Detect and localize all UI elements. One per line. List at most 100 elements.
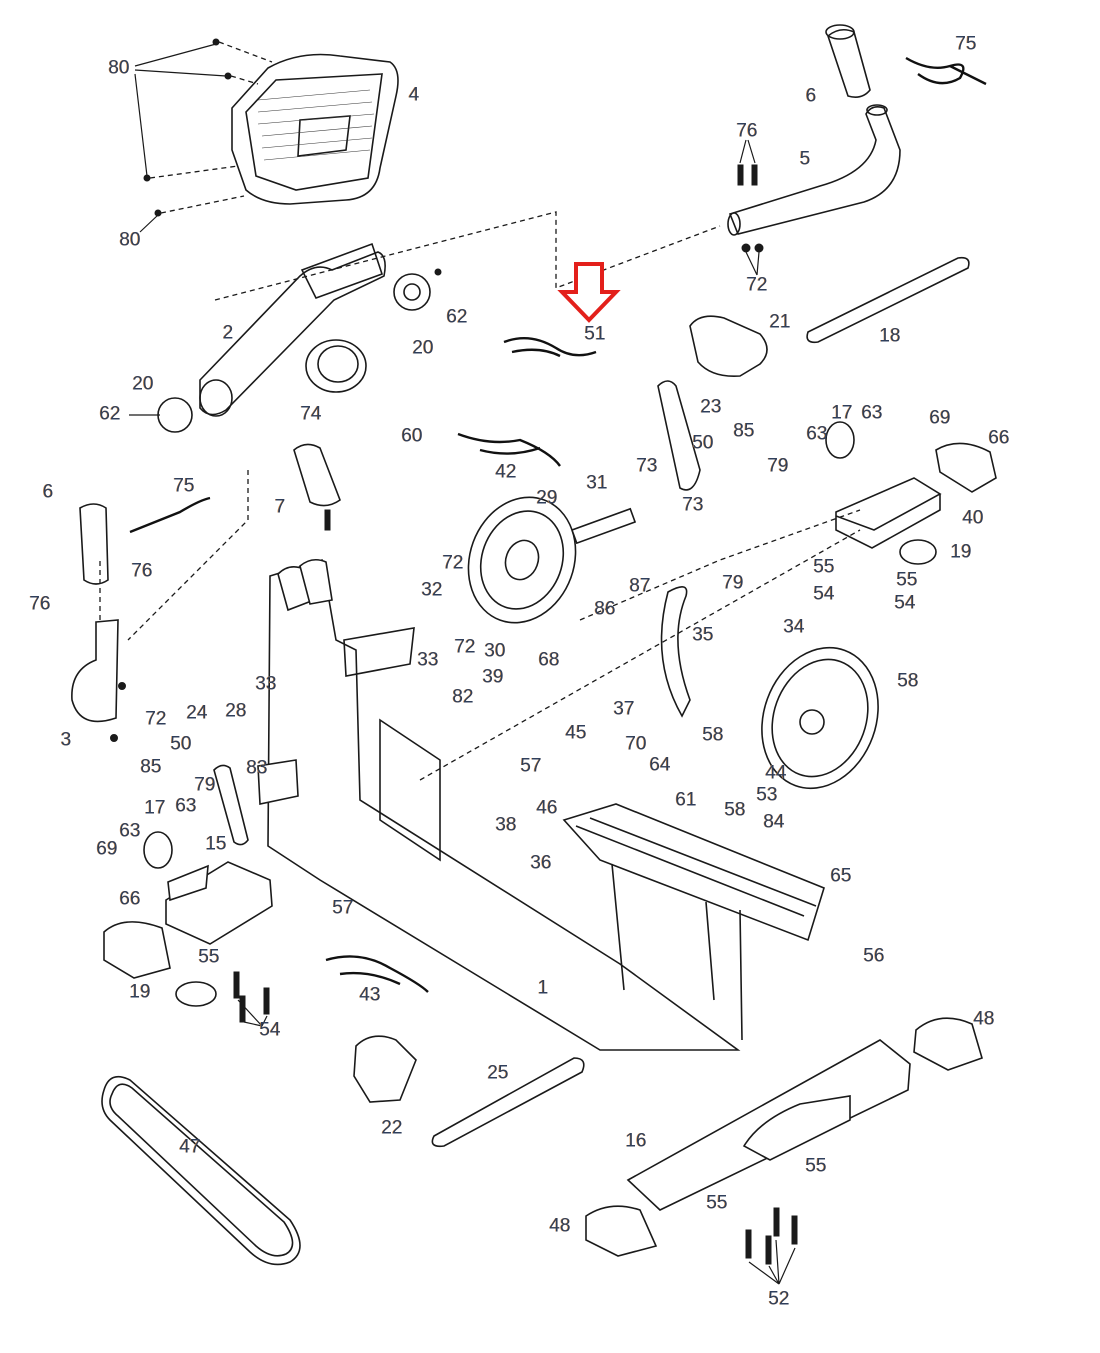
part-label-62: 62	[446, 306, 468, 328]
part-ring-74	[305, 339, 367, 393]
part-label-54: 54	[894, 592, 916, 614]
part-label-85: 85	[733, 420, 755, 442]
part-rail	[562, 803, 825, 1041]
part-label-7: 7	[274, 496, 286, 518]
part-belt-47	[101, 1075, 301, 1266]
part-label-65: 65	[830, 865, 852, 887]
part-label-37: 37	[613, 698, 635, 720]
part-label-29: 29	[536, 487, 558, 509]
part-label-84: 84	[763, 811, 785, 833]
part-label-53: 53	[756, 784, 778, 806]
part-label-54: 54	[813, 583, 835, 605]
part-resistance-wheel-34	[761, 646, 879, 790]
part-label-75: 75	[173, 475, 195, 497]
part-label-40: 40	[962, 507, 984, 529]
part-label-55: 55	[813, 556, 835, 578]
part-strap-25	[431, 1057, 585, 1148]
part-label-83: 83	[246, 757, 268, 779]
part-label-50: 50	[170, 733, 192, 755]
part-label-69: 69	[96, 838, 118, 860]
part-label-6: 6	[805, 85, 817, 107]
part-label-21: 21	[769, 311, 791, 333]
part-roller-17-right	[825, 421, 855, 459]
part-crank-24	[213, 764, 249, 846]
part-label-55: 55	[805, 1155, 827, 1177]
part-label-33: 33	[417, 649, 439, 671]
part-roller-17-left	[143, 831, 173, 869]
part-label-5: 5	[799, 148, 811, 170]
part-screws-80	[134, 38, 273, 233]
part-upright-post	[199, 242, 386, 417]
part-wire-75-top	[905, 56, 987, 86]
part-brake-35	[660, 586, 691, 718]
part-label-73: 73	[682, 494, 704, 516]
part-label-58: 58	[724, 799, 746, 821]
part-label-48: 48	[973, 1008, 995, 1030]
part-label-62: 62	[99, 403, 121, 425]
part-pedal-21	[689, 315, 768, 378]
highlight-arrow-icon	[557, 262, 621, 323]
part-knob-7	[293, 443, 341, 507]
part-label-16: 16	[625, 1130, 647, 1152]
part-cap-66-left	[103, 921, 171, 979]
part-label-57: 57	[520, 755, 542, 777]
part-console	[231, 53, 399, 205]
part-label-79: 79	[194, 774, 216, 796]
part-foot-19-right	[899, 539, 937, 565]
part-label-74: 74	[300, 403, 322, 425]
part-label-66: 66	[119, 888, 141, 910]
part-label-80: 80	[108, 57, 130, 79]
part-label-47: 47	[179, 1136, 201, 1158]
part-label-48: 48	[549, 1215, 571, 1237]
part-label-72: 72	[442, 552, 464, 574]
part-label-87: 87	[629, 575, 651, 597]
part-foot-19-left	[175, 981, 217, 1007]
part-cap-48-right	[913, 1017, 983, 1071]
part-label-23: 23	[700, 396, 722, 418]
part-label-56: 56	[863, 945, 885, 967]
part-label-39: 39	[482, 666, 504, 688]
part-label-28: 28	[225, 700, 247, 722]
part-label-18: 18	[879, 325, 901, 347]
part-label-55: 55	[896, 569, 918, 591]
part-grip-top	[827, 28, 871, 98]
part-flywheel-29	[467, 496, 577, 624]
part-label-4: 4	[408, 84, 420, 106]
part-pedal-22	[353, 1035, 417, 1103]
part-wire-51	[503, 336, 597, 358]
part-label-43: 43	[359, 984, 381, 1006]
part-label-58: 58	[702, 724, 724, 746]
part-label-73: 73	[636, 455, 658, 477]
part-label-35: 35	[692, 624, 714, 646]
part-label-70: 70	[625, 733, 647, 755]
part-label-25: 25	[487, 1062, 509, 1084]
part-cap-66-right	[935, 442, 997, 493]
part-pulley-upper	[393, 273, 431, 311]
part-label-80: 80	[119, 229, 141, 251]
part-label-63: 63	[806, 423, 828, 445]
part-label-72: 72	[145, 708, 167, 730]
part-wire-75-left	[129, 496, 211, 534]
part-strap-18	[806, 256, 970, 344]
part-label-51: 51	[584, 323, 606, 345]
part-label-55: 55	[706, 1192, 728, 1214]
part-stabilizer-15	[165, 861, 273, 945]
part-label-17: 17	[144, 797, 166, 819]
part-label-24: 24	[186, 702, 208, 724]
part-label-32: 32	[421, 579, 443, 601]
part-label-17: 17	[831, 402, 853, 424]
part-label-42: 42	[495, 461, 517, 483]
part-base-16	[626, 1039, 911, 1211]
part-label-54: 54	[259, 1019, 281, 1041]
part-label-72: 72	[454, 636, 476, 658]
part-label-79: 79	[767, 455, 789, 477]
part-label-69: 69	[929, 407, 951, 429]
part-label-30: 30	[484, 640, 506, 662]
part-label-76: 76	[131, 560, 153, 582]
part-label-46: 46	[536, 797, 558, 819]
part-label-60: 60	[401, 425, 423, 447]
part-label-68: 68	[538, 649, 560, 671]
part-label-2: 2	[222, 322, 234, 344]
part-label-31: 31	[586, 472, 608, 494]
